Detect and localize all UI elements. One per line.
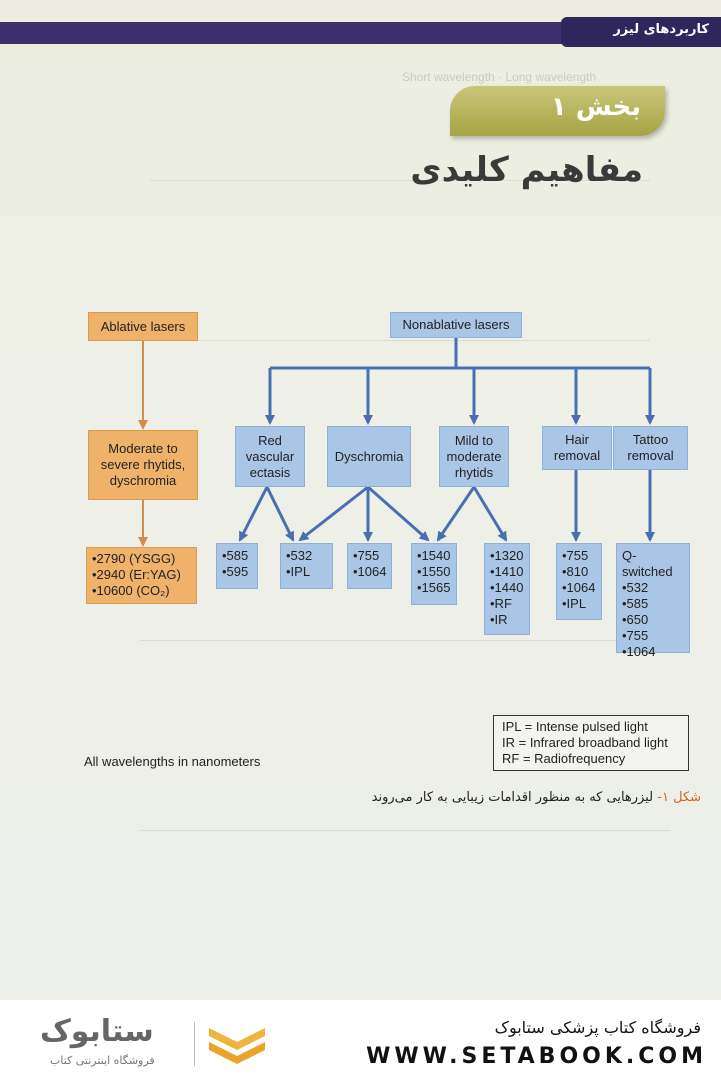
ablative-lasers-box: Ablative lasers (88, 312, 198, 341)
category-red-vascular-ectasis: Red vascular ectasis (235, 426, 305, 487)
wavelengths-rhytids-b: •1320 •1410 •1440 •RF •IR (484, 543, 530, 635)
wavelengths-hair-removal: •755 •810 •1064 •IPL (556, 543, 602, 620)
wavelengths-rhytids-a: •1540 •1550 •1565 (411, 543, 457, 605)
figure-caption: شکل ۱- لیزرهایی که به منظور اقدامات زیبا… (372, 790, 701, 805)
section-badge (450, 86, 665, 136)
wavelengths-dyschromia: •755 •1064 (347, 543, 392, 589)
legend-ipl: IPL = Intense pulsed light (502, 719, 648, 734)
watermark-footer (0, 1000, 721, 1080)
section-label: بخش ۱ (550, 92, 641, 122)
book-logo-icon (209, 1028, 265, 1064)
figure-number: شکل ۱- (657, 790, 701, 805)
header-bar (0, 22, 668, 44)
logo-tagline: فروشگاه اینترنتی کتاب (50, 1054, 155, 1067)
running-title: کاربردهای لیزر (613, 22, 709, 37)
ablative-condition-box: Moderate to severe rhytids, dyschromia (88, 430, 198, 500)
header-tab (561, 17, 721, 47)
store-url[interactable]: WWW.SETABOOK.COM (366, 1044, 707, 1069)
legend-ir: IR = Infrared broadband light (502, 735, 668, 750)
diagram-connectors (138, 338, 655, 547)
category-mild-moderate-rhytids: Mild to moderate rhytids (439, 426, 509, 487)
category-hair-removal: Hair removal (542, 426, 612, 470)
nonablative-lasers-box: Nonablative lasers (390, 312, 522, 338)
logo-divider (194, 1022, 195, 1066)
category-tattoo-removal: Tattoo removal (613, 426, 688, 470)
book-page: Short wavelength · Long wavelength کاربر… (0, 0, 721, 1000)
bleed-through-line (150, 340, 650, 341)
wavelengths-tattoo-removal: Q-switched •532 •585 •650 •755 •1064 (616, 543, 690, 659)
ablative-wavelengths-box: •2790 (YSGG) •2940 (Er:YAG) •10600 (CO₂) (86, 547, 197, 604)
figure-caption-text: لیزرهایی که به منظور اقدامات زیبایی به ک… (371, 790, 654, 805)
section-title: مفاهیم کلیدی (410, 150, 643, 190)
legend-rf: RF = Radiofrequency (502, 751, 626, 766)
category-dyschromia: Dyschromia (327, 426, 411, 487)
bleed-through-line (140, 830, 670, 831)
wavelengths-vascular-a: •585 •595 (216, 543, 258, 589)
store-name: فروشگاه کتاب پزشکی ستابوک (494, 1018, 701, 1037)
nonablative-arrows (238, 338, 655, 542)
abbreviation-legend: IPL = Intense pulsed light IR = Infrared… (493, 715, 689, 771)
bleed-through-text: Short wavelength · Long wavelength (402, 70, 597, 84)
bleed-through-line (140, 640, 670, 641)
logo-wordmark: ستابوک (40, 1014, 154, 1049)
bleed-through-line (150, 180, 650, 181)
wavelengths-vascular-b: •532 •IPL (280, 543, 333, 589)
units-note: All wavelengths in nanometers (84, 754, 261, 769)
